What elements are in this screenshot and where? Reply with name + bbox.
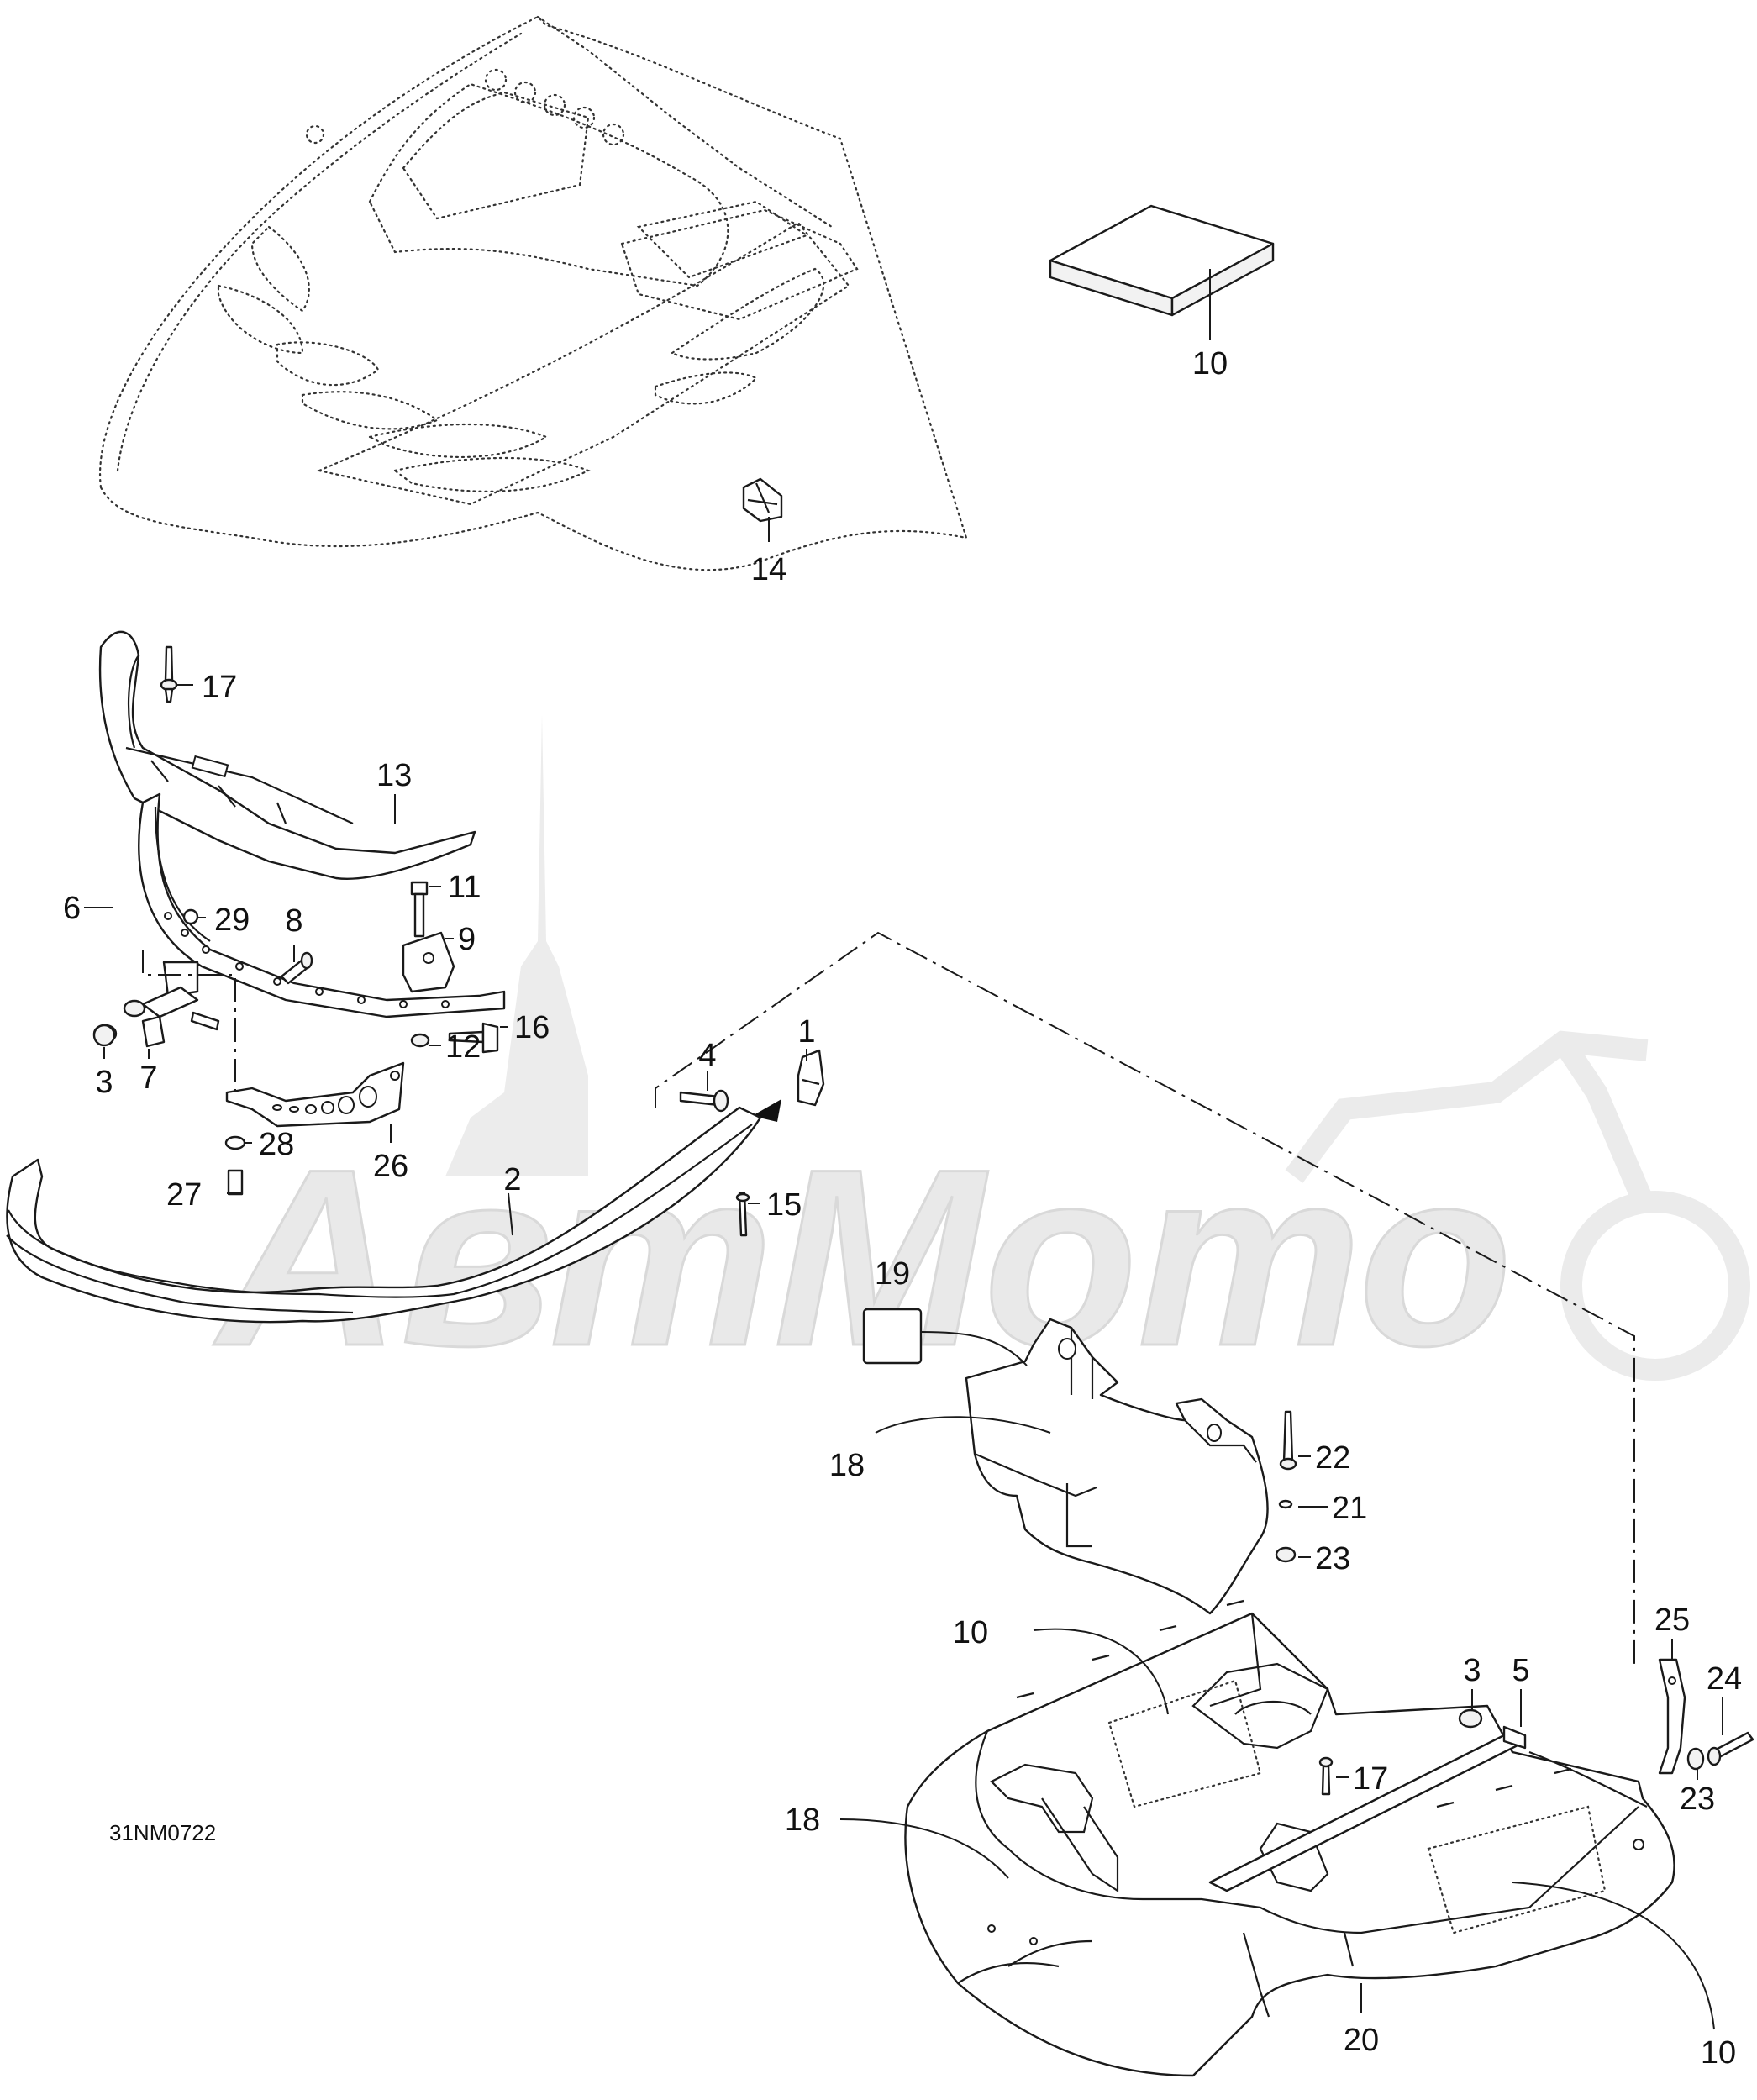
- part-25-bracket[interactable]: [1658, 1658, 1686, 1775]
- callout-10-top: 10: [1192, 346, 1228, 382]
- part-28-washer[interactable]: [224, 1135, 246, 1150]
- callout-labels: 10 14 17 13 11 6 29 8 9 16 12 7 3 1 4 28…: [63, 346, 1742, 2071]
- part-14-clip[interactable]: [742, 477, 783, 523]
- part-8-rivet[interactable]: [280, 951, 313, 985]
- callout-22: 22: [1315, 1440, 1350, 1476]
- part-3-nut-left[interactable]: [92, 1024, 116, 1047]
- part-4-bolt[interactable]: [679, 1089, 729, 1113]
- part-9-plate[interactable]: [402, 931, 455, 993]
- callout-2: 2: [503, 1162, 521, 1197]
- callout-1: 1: [797, 1014, 815, 1050]
- callout-27: 27: [166, 1177, 202, 1213]
- figure-code: 31NM0722: [109, 1820, 216, 1845]
- watermark-text: АвтМото: [211, 1116, 1512, 1398]
- callout-23-right: 23: [1680, 1782, 1715, 1817]
- assembly-line: [655, 931, 1635, 1664]
- callout-12: 12: [445, 1029, 481, 1065]
- part-15-pin[interactable]: [735, 1192, 750, 1237]
- part-22-rivet[interactable]: [1279, 1410, 1297, 1471]
- part-11-bolt[interactable]: [410, 881, 429, 938]
- callout-6: 6: [63, 891, 81, 926]
- part-10-foam-block[interactable]: [1049, 204, 1275, 317]
- callout-28: 28: [259, 1127, 294, 1162]
- callout-3-left: 3: [95, 1065, 113, 1100]
- callout-29: 29: [214, 903, 250, 938]
- callout-26: 26: [373, 1149, 408, 1184]
- part-17-rivet-lower[interactable]: [1318, 1756, 1334, 1796]
- part-6-bumper-bracket[interactable]: [138, 792, 506, 1018]
- part-24-rivet[interactable]: [1707, 1731, 1754, 1766]
- part-16-rivet[interactable]: [448, 1022, 499, 1054]
- part-23-nut-upper[interactable]: [1275, 1546, 1297, 1563]
- hood-phantom: [98, 15, 968, 571]
- part-5-rod[interactable]: [1208, 1725, 1527, 1892]
- part-17-rivet-upper[interactable]: [160, 645, 178, 703]
- callout-20: 20: [1344, 2023, 1379, 2058]
- callout-25: 25: [1654, 1603, 1690, 1638]
- part-20-belly-pan[interactable]: [904, 1599, 1675, 2077]
- part-2-bumper[interactable]: [6, 1106, 762, 1324]
- callout-21: 21: [1332, 1491, 1367, 1526]
- callout-15: 15: [766, 1187, 802, 1223]
- callout-3-right: 3: [1463, 1653, 1481, 1688]
- part-13-upper-trim[interactable]: [98, 630, 476, 880]
- part-12-nut[interactable]: [410, 1033, 430, 1048]
- part-3-nut-right[interactable]: [1458, 1708, 1483, 1729]
- part-19-decal[interactable]: [862, 1308, 923, 1365]
- part-1-clip[interactable]: [797, 1049, 825, 1107]
- part-18-cover[interactable]: [965, 1318, 1269, 1615]
- part-23-nut-right[interactable]: [1686, 1747, 1705, 1771]
- callout-11: 11: [448, 870, 481, 905]
- callout-9: 9: [458, 922, 476, 957]
- callout-16: 16: [514, 1010, 550, 1045]
- callout-5: 5: [1512, 1653, 1529, 1688]
- part-21-washer[interactable]: [1278, 1499, 1293, 1509]
- callout-10-mid: 10: [953, 1615, 988, 1650]
- part-29-nut[interactable]: [182, 908, 199, 925]
- callout-17-upper: 17: [202, 670, 237, 705]
- callout-18-lower: 18: [785, 1803, 820, 1838]
- callout-17-lower: 17: [1353, 1761, 1388, 1797]
- part-26-bracket[interactable]: [225, 1061, 405, 1128]
- watermark-motorcycle: [1285, 1030, 1750, 1381]
- callout-19: 19: [875, 1256, 910, 1292]
- callout-4: 4: [698, 1038, 716, 1073]
- callout-14: 14: [751, 552, 786, 587]
- callout-13: 13: [376, 758, 412, 793]
- callout-10-bottom: 10: [1701, 2035, 1736, 2071]
- watermark: АвтМото: [209, 714, 1750, 1400]
- leader-lines: [84, 269, 1723, 2030]
- watermark-spire: [445, 714, 588, 1176]
- callout-24: 24: [1707, 1661, 1742, 1697]
- callout-23-upper: 23: [1315, 1541, 1350, 1576]
- callout-18-upper: 18: [829, 1448, 865, 1483]
- callout-8: 8: [285, 903, 302, 939]
- part-27-screw[interactable]: [227, 1169, 244, 1196]
- callout-7: 7: [139, 1061, 157, 1096]
